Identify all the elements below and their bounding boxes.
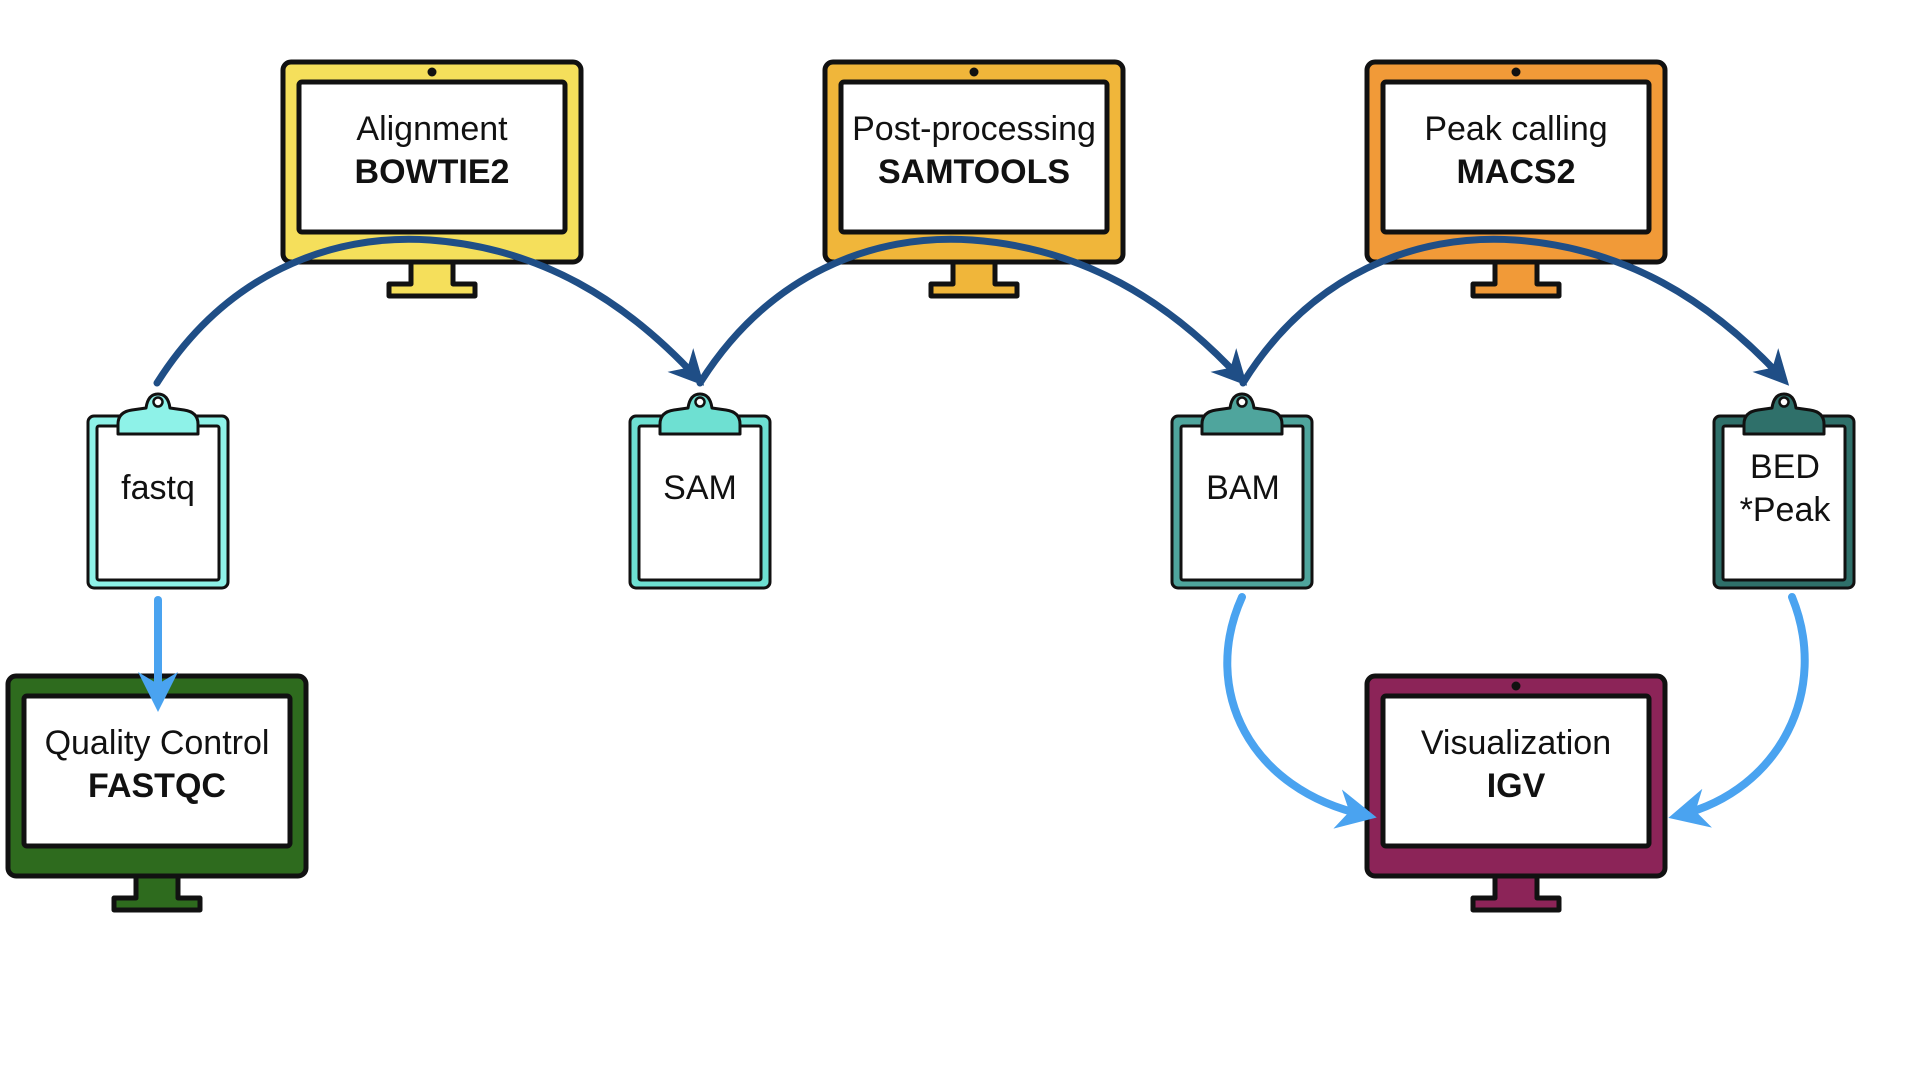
monitor-qc <box>5 673 309 913</box>
step-title: Quality Control <box>44 724 270 762</box>
monitor-peakcalling <box>1364 59 1668 299</box>
clipboard-fastq <box>86 392 230 590</box>
monitor-alignment <box>280 59 584 299</box>
file-label-bam: BAM <box>1185 467 1301 510</box>
arrow-fastq-sam <box>153 235 705 387</box>
file-type: BED <box>1750 448 1820 486</box>
monitor-label-visualization: Visualization IGV <box>1381 722 1651 807</box>
tool-name: MACS2 <box>1456 152 1576 191</box>
monitor-label-alignment: Alignment BOWTIE2 <box>297 108 567 193</box>
arrow-bam-visualization <box>1223 593 1377 829</box>
step-title: Peak calling <box>1424 110 1608 148</box>
arrow-bam-bed <box>1239 235 1790 387</box>
arrow-bed-visualization <box>1668 593 1809 828</box>
file-subtype: *Peak <box>1739 490 1831 529</box>
tool-name: SAMTOOLS <box>877 152 1071 191</box>
file-label-sam: SAM <box>642 467 758 510</box>
clipboard-bed <box>1712 392 1856 590</box>
file-type: SAM <box>663 469 737 507</box>
monitor-visualization <box>1364 673 1668 913</box>
file-type: BAM <box>1206 469 1280 507</box>
monitor-label-qc: Quality Control FASTQC <box>22 722 292 807</box>
file-type: fastq <box>121 469 195 507</box>
step-title: Alignment <box>356 110 508 148</box>
file-label-bed: BED *Peak <box>1727 446 1843 531</box>
step-title: Visualization <box>1420 724 1612 762</box>
clipboard-bam <box>1170 392 1314 590</box>
tool-name: IGV <box>1486 766 1546 805</box>
tool-name: BOWTIE2 <box>354 152 510 191</box>
clipboard-sam <box>628 392 772 590</box>
tool-name: FASTQC <box>88 766 226 805</box>
monitor-label-peakcalling: Peak calling MACS2 <box>1381 108 1651 193</box>
monitor-label-postprocessing: Post-processing SAMTOOLS <box>839 108 1109 193</box>
arrow-sam-bam <box>696 235 1248 387</box>
monitor-postprocessing <box>822 59 1126 299</box>
file-label-fastq: fastq <box>100 467 216 510</box>
step-title: Post-processing <box>852 110 1096 148</box>
